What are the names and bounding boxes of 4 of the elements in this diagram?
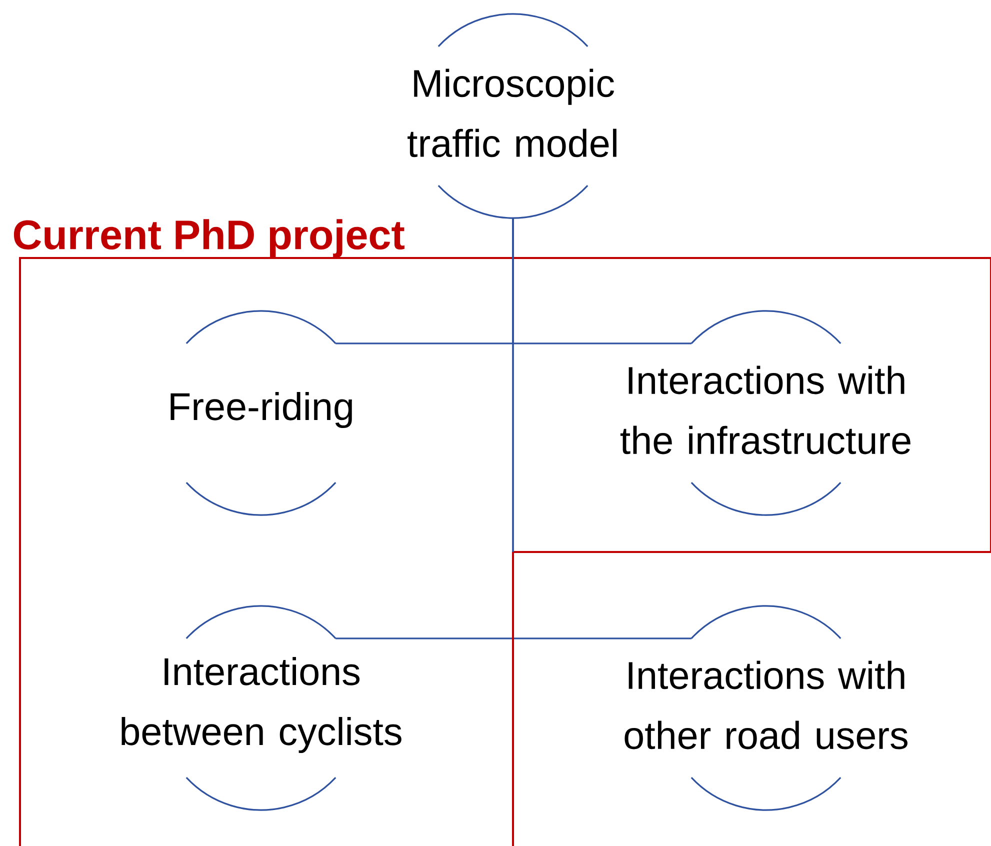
circle-node: Microscopic traffic model bbox=[408, 13, 616, 219]
circle-node: Interactions with the infrastructure bbox=[620, 310, 910, 516]
circle-node: Free-riding bbox=[170, 310, 352, 516]
circle-node: Interactions between cyclists bbox=[122, 605, 402, 811]
